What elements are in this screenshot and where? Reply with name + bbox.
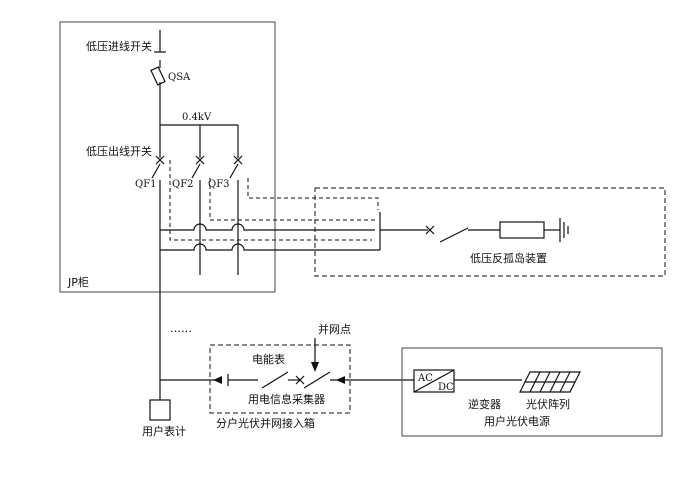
down-arrow-icon [311,362,319,372]
cb-x2 [295,375,305,385]
anti-islanding-label: 低压反孤岛装置 [470,251,547,265]
qf1-breaker [151,155,165,380]
meter-switch [261,371,289,389]
grid-switch [303,371,331,389]
ellipsis-label: …… [170,322,192,335]
jp-cabinet-box [59,21,276,293]
energy-meter-label: 电能表 [252,352,285,366]
qf3-label: QF3 [208,179,230,190]
qsa-fuse [150,66,166,86]
pv-panel-icon [519,371,581,393]
anti-islanding-switch [439,227,469,243]
user-meter-label: 用户表计 [142,424,186,438]
pv-array-label: 光伏阵列 [526,397,570,411]
anti-islanding-box [314,187,666,277]
voltage-label: 0.4kV [182,112,212,123]
anti-islanding-x2 [425,225,435,235]
right-arrow-icon [336,376,345,384]
jp-cabinet-label: JP柜 [67,276,89,289]
control-dash-1 [169,160,372,241]
left-arrow-icon [213,376,222,384]
qf2-breaker [191,155,205,250]
inverter-label: 逆变器 [468,397,501,411]
signal-line-upper [160,223,375,231]
info-collector-label: 用电信息采集器 [248,392,325,406]
inverter-box [413,369,455,393]
inverter-diagonal [413,369,455,393]
incoming-switch-label: 低压进线开关 [86,39,152,53]
control-dash-2 [209,178,376,221]
ground-icon [559,218,569,242]
resistor [499,221,545,239]
dc-label: DC [438,382,454,393]
signal-line-lower [160,243,380,251]
pv-source-box [401,347,663,437]
grid-point-label: 并网点 [318,322,351,336]
pv-box-label: 分户光伏并网接入箱 [216,416,315,430]
pv-source-label: 用户光伏电源 [484,414,550,428]
qf2-label: QF2 [172,179,194,190]
outgoing-switch-label: 低压出线开关 [86,144,152,158]
control-dash-3 [247,178,379,210]
ac-label: AC [417,373,433,384]
qsa-label: QSA [168,72,191,83]
qf3-breaker [229,155,243,250]
user-meter-box [149,399,171,421]
qf1-label: QF1 [135,179,157,190]
